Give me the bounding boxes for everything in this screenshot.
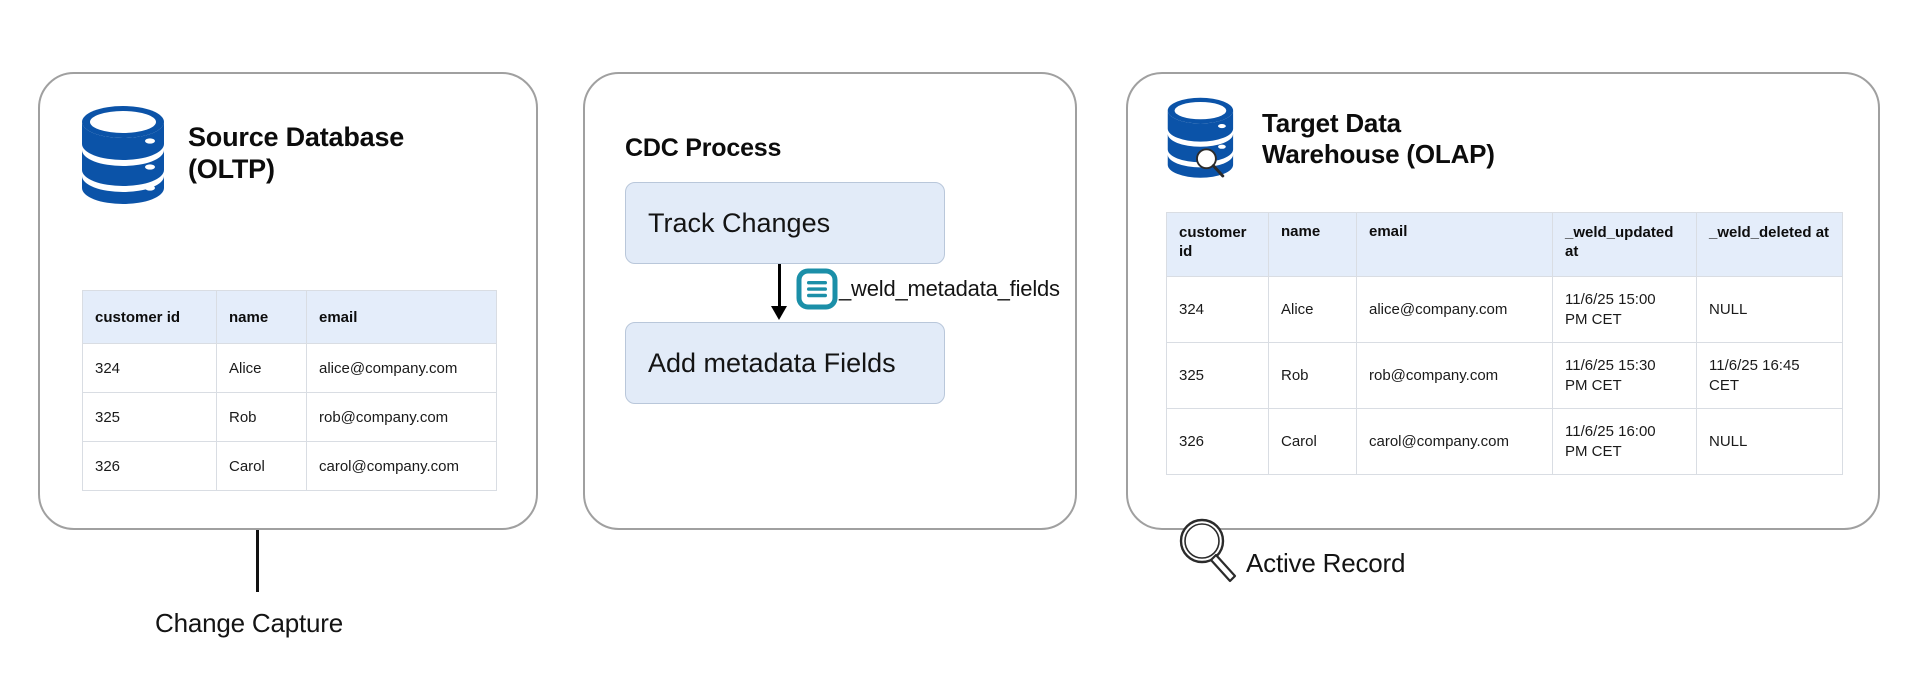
cdc-process-card: CDC Process Track Changes _weld_metadata…	[583, 72, 1077, 530]
change-capture-leader-line	[256, 530, 259, 592]
source-table: customer id name email 324 Alice alice@c…	[82, 290, 497, 491]
magnifier-icon	[1179, 518, 1237, 583]
process-step-label: Add metadata Fields	[648, 347, 896, 378]
database-icon	[82, 106, 164, 204]
source-database-title: Source Database (OLTP)	[188, 122, 405, 184]
table-header-row: customer id name email _weld_updated at …	[1166, 212, 1843, 277]
cell-customer-id: 326	[82, 441, 217, 491]
change-capture-label: Change Capture	[155, 608, 343, 638]
table-row: 325 Rob rob@company.com 11/6/25 15:30 PM…	[1166, 342, 1843, 409]
cell-customer-id: 324	[82, 343, 217, 393]
target-table: customer id name email _weld_updated at …	[1166, 212, 1843, 475]
active-record-label: Active Record	[1246, 548, 1406, 578]
column-header-customer-id: customer id	[82, 290, 217, 344]
cell-weld-updated-at: 11/6/25 15:00 PM CET	[1552, 276, 1697, 343]
cell-customer-id: 325	[82, 392, 217, 442]
target-warehouse-card: Target Data Warehouse (OLAP) customer id…	[1126, 72, 1880, 530]
column-header-customer-id: customer id	[1166, 212, 1269, 277]
table-row: 326 Carol carol@company.com	[82, 441, 497, 491]
column-header-email: email	[1356, 212, 1553, 277]
target-warehouse-title: Target Data Warehouse (OLAP)	[1262, 108, 1495, 169]
column-header-email: email	[306, 290, 497, 344]
cell-email: rob@company.com	[1356, 342, 1553, 409]
cell-name: Alice	[216, 343, 307, 393]
source-database-header: Source Database (OLTP)	[80, 104, 404, 204]
cell-name: Rob	[216, 392, 307, 442]
list-lines-icon	[796, 268, 838, 310]
magnifier-overlay-icon	[1196, 148, 1225, 178]
cell-weld-updated-at: 11/6/25 15:30 PM CET	[1552, 342, 1697, 409]
cell-name: Alice	[1268, 276, 1357, 343]
cell-email: carol@company.com	[1356, 408, 1553, 475]
cell-weld-deleted-at: NULL	[1696, 276, 1843, 343]
flow-arrow-head	[771, 306, 787, 320]
cell-weld-updated-at: 11/6/25 16:00 PM CET	[1552, 408, 1697, 475]
cell-weld-deleted-at: 11/6/25 16:45 CET	[1696, 342, 1843, 409]
column-header-weld-updated-at: _weld_updated at	[1552, 212, 1697, 277]
table-row: 324 Alice alice@company.com	[82, 343, 497, 393]
process-step-add-metadata-fields[interactable]: Add metadata Fields	[625, 322, 945, 404]
cell-customer-id: 326	[1166, 408, 1269, 475]
source-database-card: Source Database (OLTP) customer id name …	[38, 72, 538, 530]
process-step-label: Track Changes	[648, 207, 831, 238]
table-row: 325 Rob rob@company.com	[82, 392, 497, 442]
table-row: 324 Alice alice@company.com 11/6/25 15:0…	[1166, 276, 1843, 343]
column-header-name: name	[216, 290, 307, 344]
cell-email: alice@company.com	[1356, 276, 1553, 343]
cell-name: Carol	[216, 441, 307, 491]
cell-customer-id: 325	[1166, 342, 1269, 409]
cell-name: Carol	[1268, 408, 1357, 475]
cell-name: Rob	[1268, 342, 1357, 409]
database-search-icon	[1167, 97, 1234, 178]
flow-arrow-shaft	[778, 264, 781, 310]
target-warehouse-header: Target Data Warehouse (OLAP)	[1166, 96, 1495, 182]
cdc-process-title: CDC Process	[625, 134, 782, 162]
metadata-fields-badge: _weld_metadata_fields	[796, 268, 1060, 310]
cell-email: carol@company.com	[306, 441, 497, 491]
cell-email: rob@company.com	[306, 392, 497, 442]
table-row: 326 Carol carol@company.com 11/6/25 16:0…	[1166, 408, 1843, 475]
cell-weld-deleted-at: NULL	[1696, 408, 1843, 475]
table-header-row: customer id name email	[82, 290, 497, 344]
column-header-weld-deleted-at: _weld_deleted at	[1696, 212, 1843, 277]
process-step-track-changes[interactable]: Track Changes	[625, 182, 945, 264]
metadata-fields-label: _weld_metadata_fields	[839, 276, 1060, 301]
cell-email: alice@company.com	[306, 343, 497, 393]
column-header-name: name	[1268, 212, 1357, 277]
cell-customer-id: 324	[1166, 276, 1269, 343]
